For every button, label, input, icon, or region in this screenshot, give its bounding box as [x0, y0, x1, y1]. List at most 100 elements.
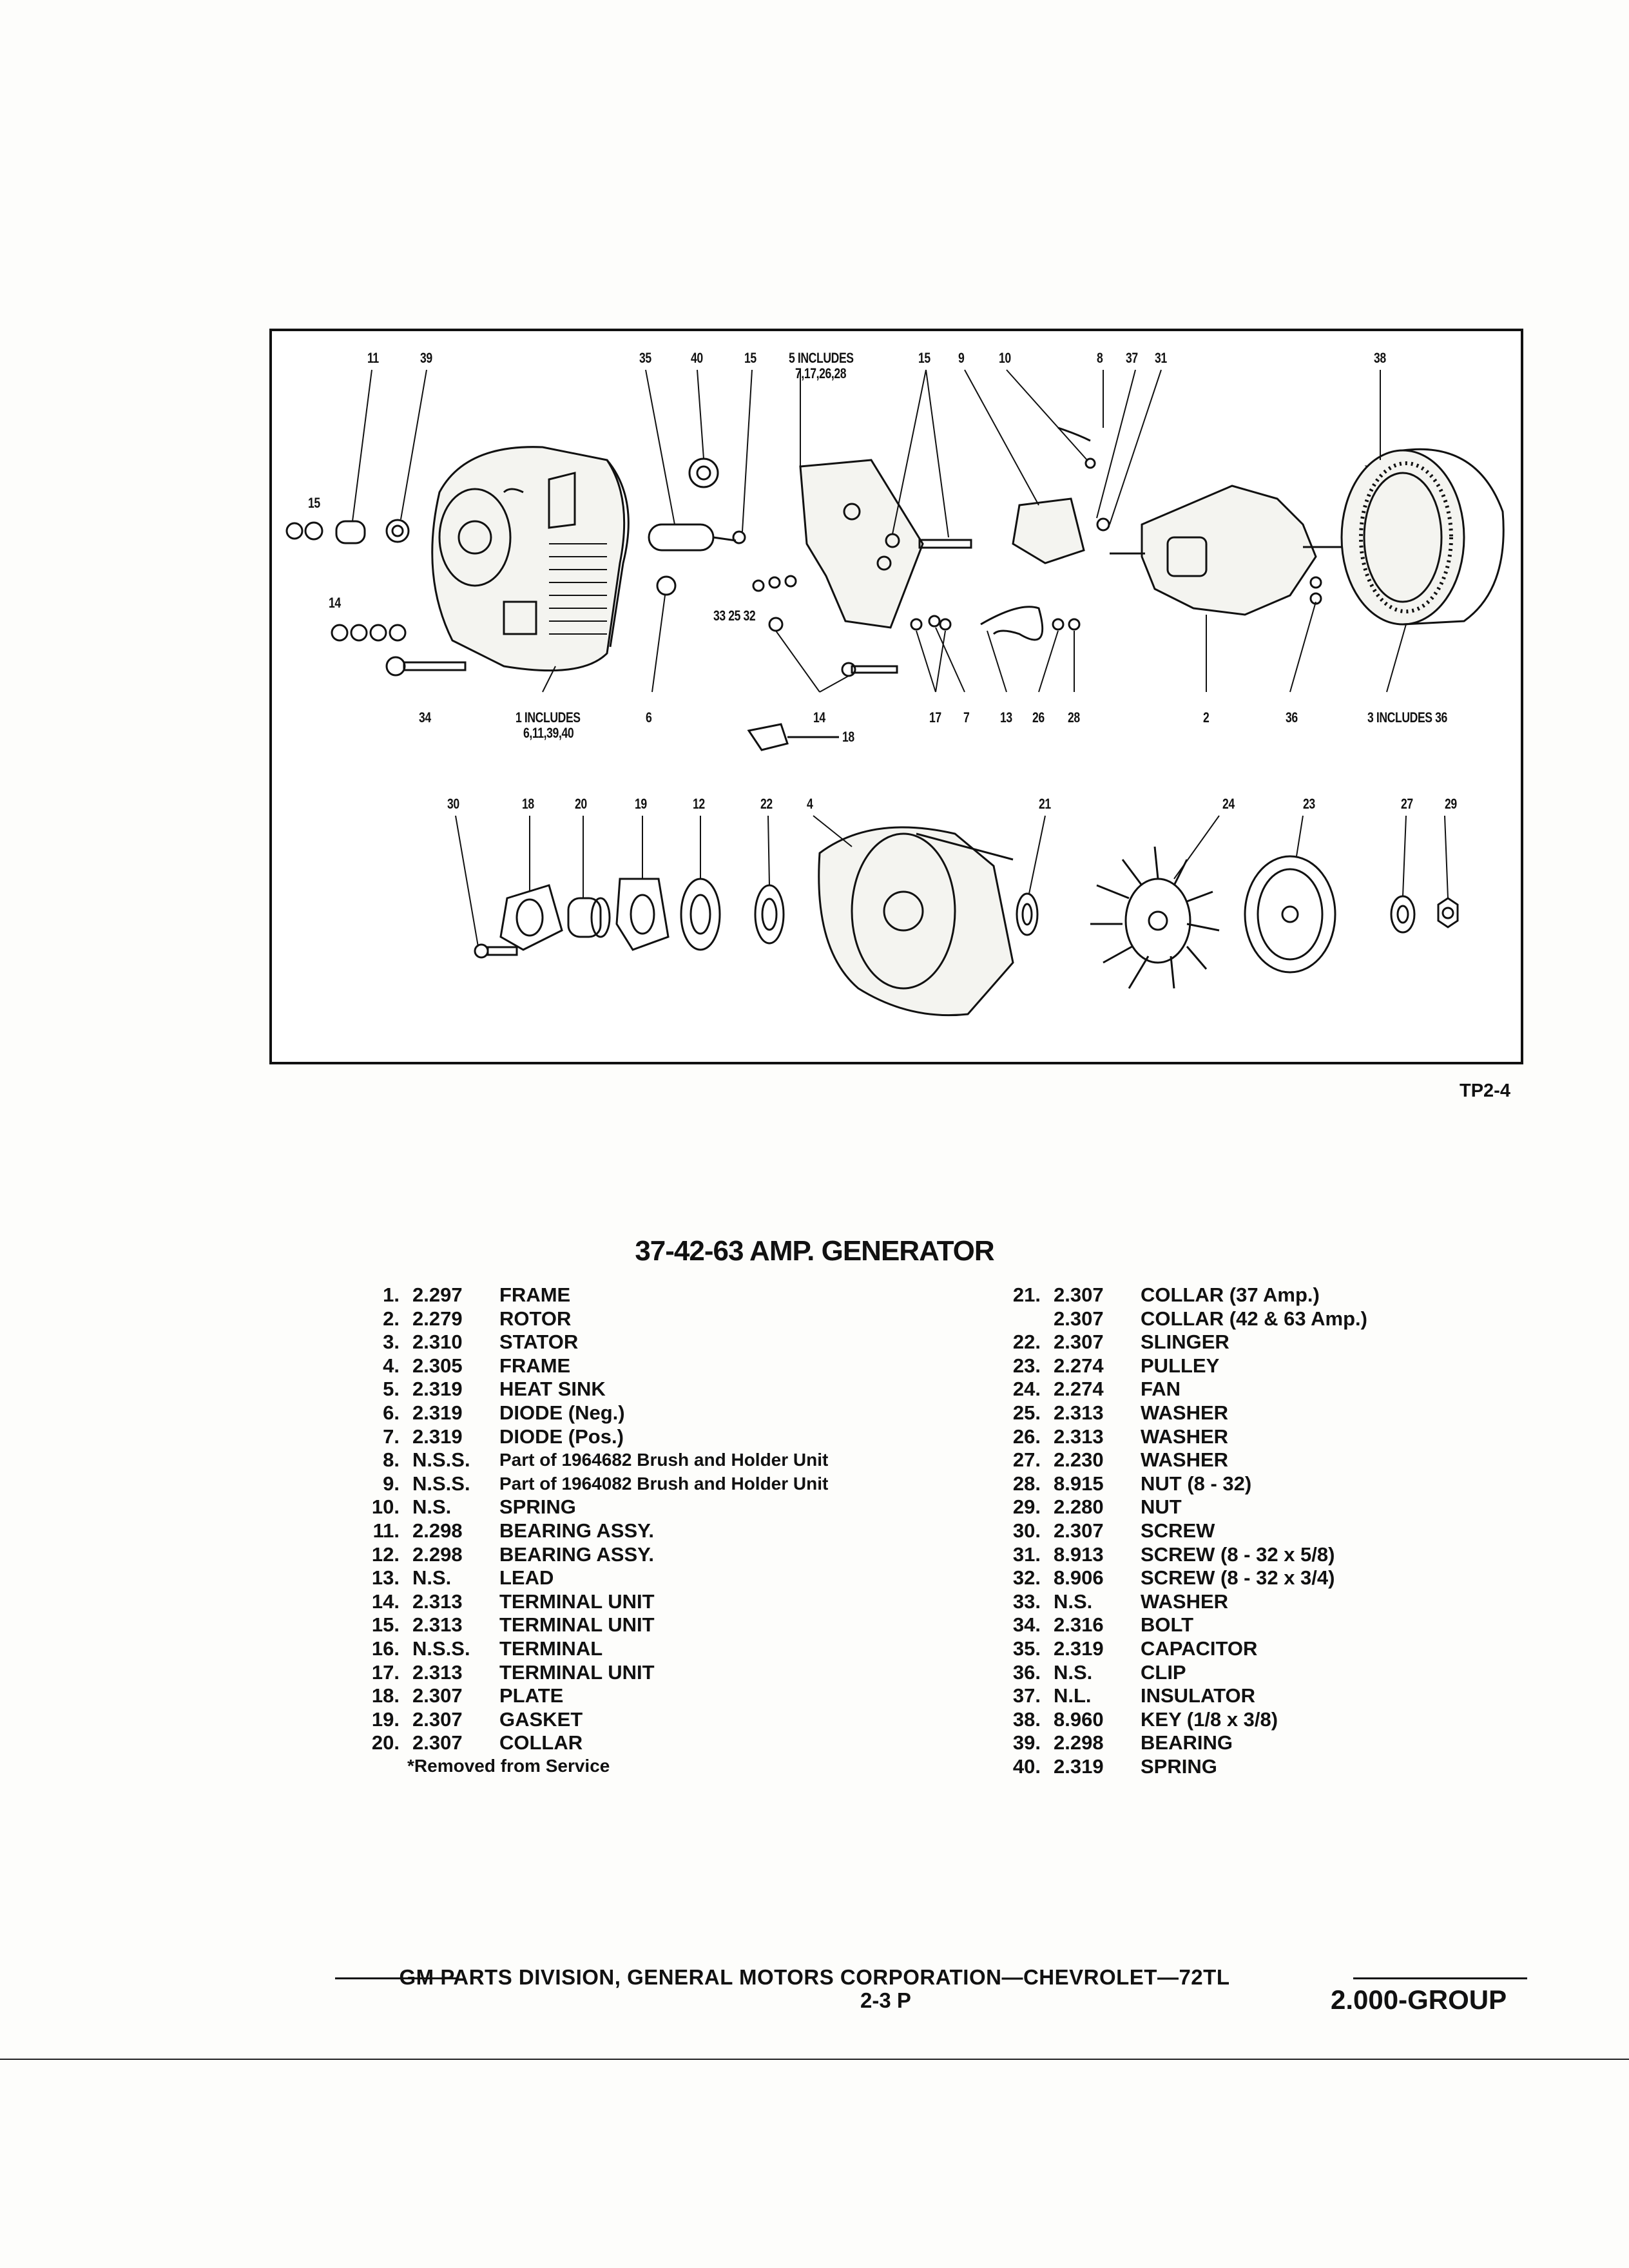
callout-6: 6 — [646, 709, 652, 726]
part-description: NUT — [1141, 1495, 1182, 1519]
part-group-code: 2.319 — [412, 1401, 463, 1424]
part-screw-30 — [474, 943, 518, 959]
part-description: DIODE (Neg.) — [499, 1401, 625, 1424]
parts-row: 13.N.S.LEAD — [361, 1566, 941, 1590]
part-group-code: 2.298 — [412, 1542, 463, 1566]
part-description: Part of 1964082 Brush and Holder Unit — [499, 1473, 829, 1494]
callout-19: 19 — [635, 796, 647, 812]
callout-4: 4 — [807, 796, 813, 812]
part-number: 15. — [371, 1613, 400, 1637]
callout-15c: 15 — [308, 495, 320, 511]
part-group-code: N.S.S. — [412, 1472, 470, 1495]
footer-rule-right — [1353, 1977, 1527, 1979]
part-group-code: 2.307 — [1054, 1307, 1104, 1330]
part-description: BOLT — [1141, 1613, 1194, 1637]
part-description: WASHER — [1141, 1425, 1229, 1448]
footer-rule-left — [335, 1977, 458, 1979]
part-nut-29 — [1437, 897, 1459, 928]
group-number: 2.000-GROUP — [1331, 1984, 1507, 2015]
part-description: LEAD — [499, 1566, 554, 1590]
part-number: 34. — [1012, 1613, 1041, 1637]
callout-12: 12 — [693, 796, 705, 812]
part-description: INSULATOR — [1141, 1684, 1255, 1707]
part-group-code: 8.906 — [1054, 1566, 1104, 1590]
part-group-code: 2.298 — [412, 1519, 463, 1542]
part-spring-40 — [688, 457, 719, 488]
callout-39: 39 — [420, 350, 432, 366]
part-description: DIODE (Pos.) — [499, 1425, 624, 1448]
part-group-code: 8.915 — [1054, 1472, 1104, 1495]
part-group-code: N.S. — [412, 1495, 452, 1519]
part-group-code: 8.960 — [1054, 1707, 1104, 1731]
part-description: NUT (8 - 32) — [1141, 1472, 1252, 1495]
callout-21: 21 — [1039, 796, 1051, 812]
part-collar-21 — [1016, 892, 1039, 936]
exploded-view-diagram: 11 39 35 40 15 5 INCLUDES 7,17,26,28 15 … — [269, 329, 1523, 1064]
part-number: 8. — [383, 1448, 400, 1472]
part-group-code: 2.279 — [412, 1307, 463, 1330]
part-group-code: 2.305 — [412, 1354, 463, 1377]
part-description: SCREW (8 - 32 x 5/8) — [1141, 1542, 1335, 1566]
part-slinger-22 — [754, 884, 785, 945]
part-diode-6 — [656, 575, 677, 596]
callout-40: 40 — [691, 350, 703, 366]
part-group-code: 2.307 — [1054, 1283, 1104, 1306]
part-description: COLLAR — [499, 1731, 583, 1754]
callout-27: 27 — [1401, 796, 1413, 812]
callout-22: 22 — [760, 796, 773, 812]
part-group-code: 2.280 — [1054, 1495, 1104, 1519]
part-group-code: 2.313 — [1054, 1425, 1104, 1448]
part-number: 16. — [371, 1637, 400, 1660]
callout-2: 2 — [1203, 709, 1210, 726]
callout-33-25-32: 33 25 32 — [713, 608, 756, 624]
callout-10: 10 — [999, 350, 1011, 366]
part-number: 11. — [372, 1519, 400, 1542]
parts-row: 11. 2.298 BEARING ASSY. — [361, 1519, 941, 1543]
part-number: 38. — [1012, 1707, 1041, 1731]
callout-5-includes: 5 INCLUDES — [789, 350, 854, 366]
part-description: WASHER — [1141, 1590, 1229, 1613]
part-description: WASHER — [1141, 1448, 1229, 1472]
page-number: 2-3 P — [860, 1988, 911, 2012]
part-nut-15 — [285, 522, 304, 540]
part-number: 12. — [371, 1542, 400, 1566]
part-description: GASKET — [499, 1707, 583, 1731]
part-group-code: 2.313 — [1054, 1401, 1104, 1424]
part-description: BEARING ASSY. — [499, 1519, 655, 1542]
part-description: KEY (1/8 x 3/8) — [1141, 1707, 1278, 1731]
part-description: FRAME — [499, 1283, 571, 1306]
part-description: TERMINAL UNIT — [499, 1613, 655, 1637]
part-group-code: 2.274 — [1054, 1378, 1104, 1401]
part-group-code: 8.913 — [1054, 1542, 1104, 1566]
part-description: FRAME — [499, 1354, 571, 1377]
part-description: FAN — [1141, 1378, 1181, 1401]
parts-row: 16.N.S.S.TERMINAL — [361, 1637, 941, 1661]
part-description: TERMINAL UNIT — [499, 1660, 655, 1684]
parts-row: 15. 2.313 TERMINAL UNIT — [361, 1613, 941, 1637]
part-bearing-39 — [385, 519, 410, 543]
callout-1-includes-list: 6,11,39,40 — [523, 725, 574, 741]
footer-division: GM PARTS DIVISION, GENERAL MOTORS CORPOR… — [399, 1965, 1230, 1989]
callout-31: 31 — [1155, 350, 1167, 366]
part-group-code: 2.313 — [412, 1660, 463, 1684]
part-group-code: 2.313 — [412, 1613, 463, 1637]
callout-29: 29 — [1445, 796, 1457, 812]
callout-38: 38 — [1374, 350, 1386, 366]
part-description: PULLEY — [1141, 1354, 1220, 1377]
part-group-code: 2.319 — [1054, 1637, 1104, 1660]
callout-3-includes: 3 INCLUDES 36 — [1367, 709, 1447, 726]
part-description: ROTOR — [499, 1307, 572, 1330]
part-group-code: 2.307 — [1054, 1519, 1104, 1542]
